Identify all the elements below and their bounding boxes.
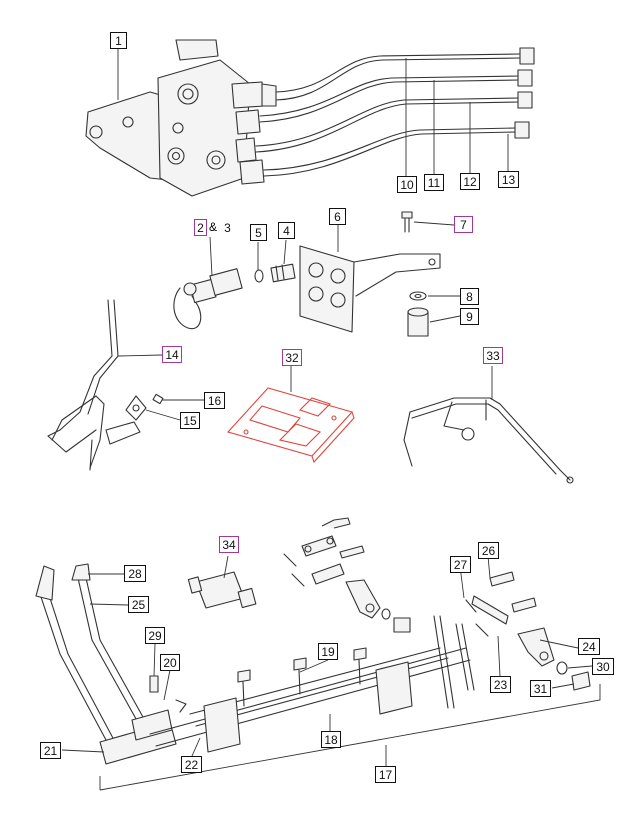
valve-assembly-part bbox=[85, 39, 277, 197]
callout-17: 17 bbox=[375, 766, 396, 783]
callout-31: 31 bbox=[530, 680, 551, 697]
leader-lines bbox=[61, 49, 601, 791]
linkage-parts bbox=[283, 517, 591, 691]
callout-14: 14 bbox=[162, 346, 182, 363]
control-lever-part bbox=[47, 299, 141, 471]
callout-23: 23 bbox=[490, 676, 511, 693]
callout-26: 26 bbox=[478, 542, 499, 559]
callout-10: 10 bbox=[397, 176, 417, 193]
retaining-clip-part bbox=[125, 395, 147, 421]
adapter-fitting-part bbox=[187, 571, 257, 609]
callout-30: 30 bbox=[592, 658, 614, 675]
o-ring-part bbox=[254, 269, 264, 283]
callout-13: 13 bbox=[498, 171, 519, 188]
callout-4: 4 bbox=[278, 222, 295, 239]
callout-29: 29 bbox=[145, 627, 165, 644]
mounting-plate-part bbox=[299, 245, 441, 333]
callout-18: 18 bbox=[321, 731, 341, 748]
callout-34: 34 bbox=[219, 536, 239, 553]
hydraulic-lines-part bbox=[255, 47, 535, 177]
callout-16: 16 bbox=[204, 392, 225, 409]
callout-19: 19 bbox=[318, 643, 338, 660]
roll-pin-part bbox=[152, 393, 164, 405]
callout-ampersand: & bbox=[209, 220, 218, 234]
callout-33: 33 bbox=[483, 347, 503, 364]
callout-20: 20 bbox=[160, 654, 180, 671]
callout-3: 3 bbox=[221, 219, 234, 236]
callout-21: 21 bbox=[40, 742, 61, 759]
quick-coupler-part bbox=[173, 268, 243, 330]
lever-frame-assembly-part bbox=[35, 563, 475, 765]
callout-2: 2 bbox=[194, 219, 207, 236]
cover-plate-part bbox=[226, 387, 355, 464]
callout-28: 28 bbox=[124, 565, 146, 582]
bolt-part bbox=[401, 211, 413, 233]
control-cable-part bbox=[403, 397, 574, 484]
callout-25: 25 bbox=[128, 596, 149, 613]
callout-6: 6 bbox=[329, 208, 346, 225]
callout-1: 1 bbox=[110, 32, 127, 49]
nipple-fitting-part bbox=[270, 263, 296, 283]
callout-32: 32 bbox=[282, 349, 302, 366]
callout-15: 15 bbox=[180, 412, 200, 429]
callout-11: 11 bbox=[424, 174, 444, 191]
callout-24: 24 bbox=[578, 638, 600, 655]
callout-5: 5 bbox=[250, 224, 267, 241]
callout-9: 9 bbox=[460, 308, 479, 325]
callout-8: 8 bbox=[460, 288, 479, 305]
washer-part bbox=[409, 291, 427, 301]
callout-12: 12 bbox=[460, 173, 480, 190]
spacer-part bbox=[407, 307, 429, 337]
callout-22: 22 bbox=[181, 756, 202, 773]
callout-7: 7 bbox=[454, 216, 473, 233]
callout-27: 27 bbox=[450, 556, 471, 573]
